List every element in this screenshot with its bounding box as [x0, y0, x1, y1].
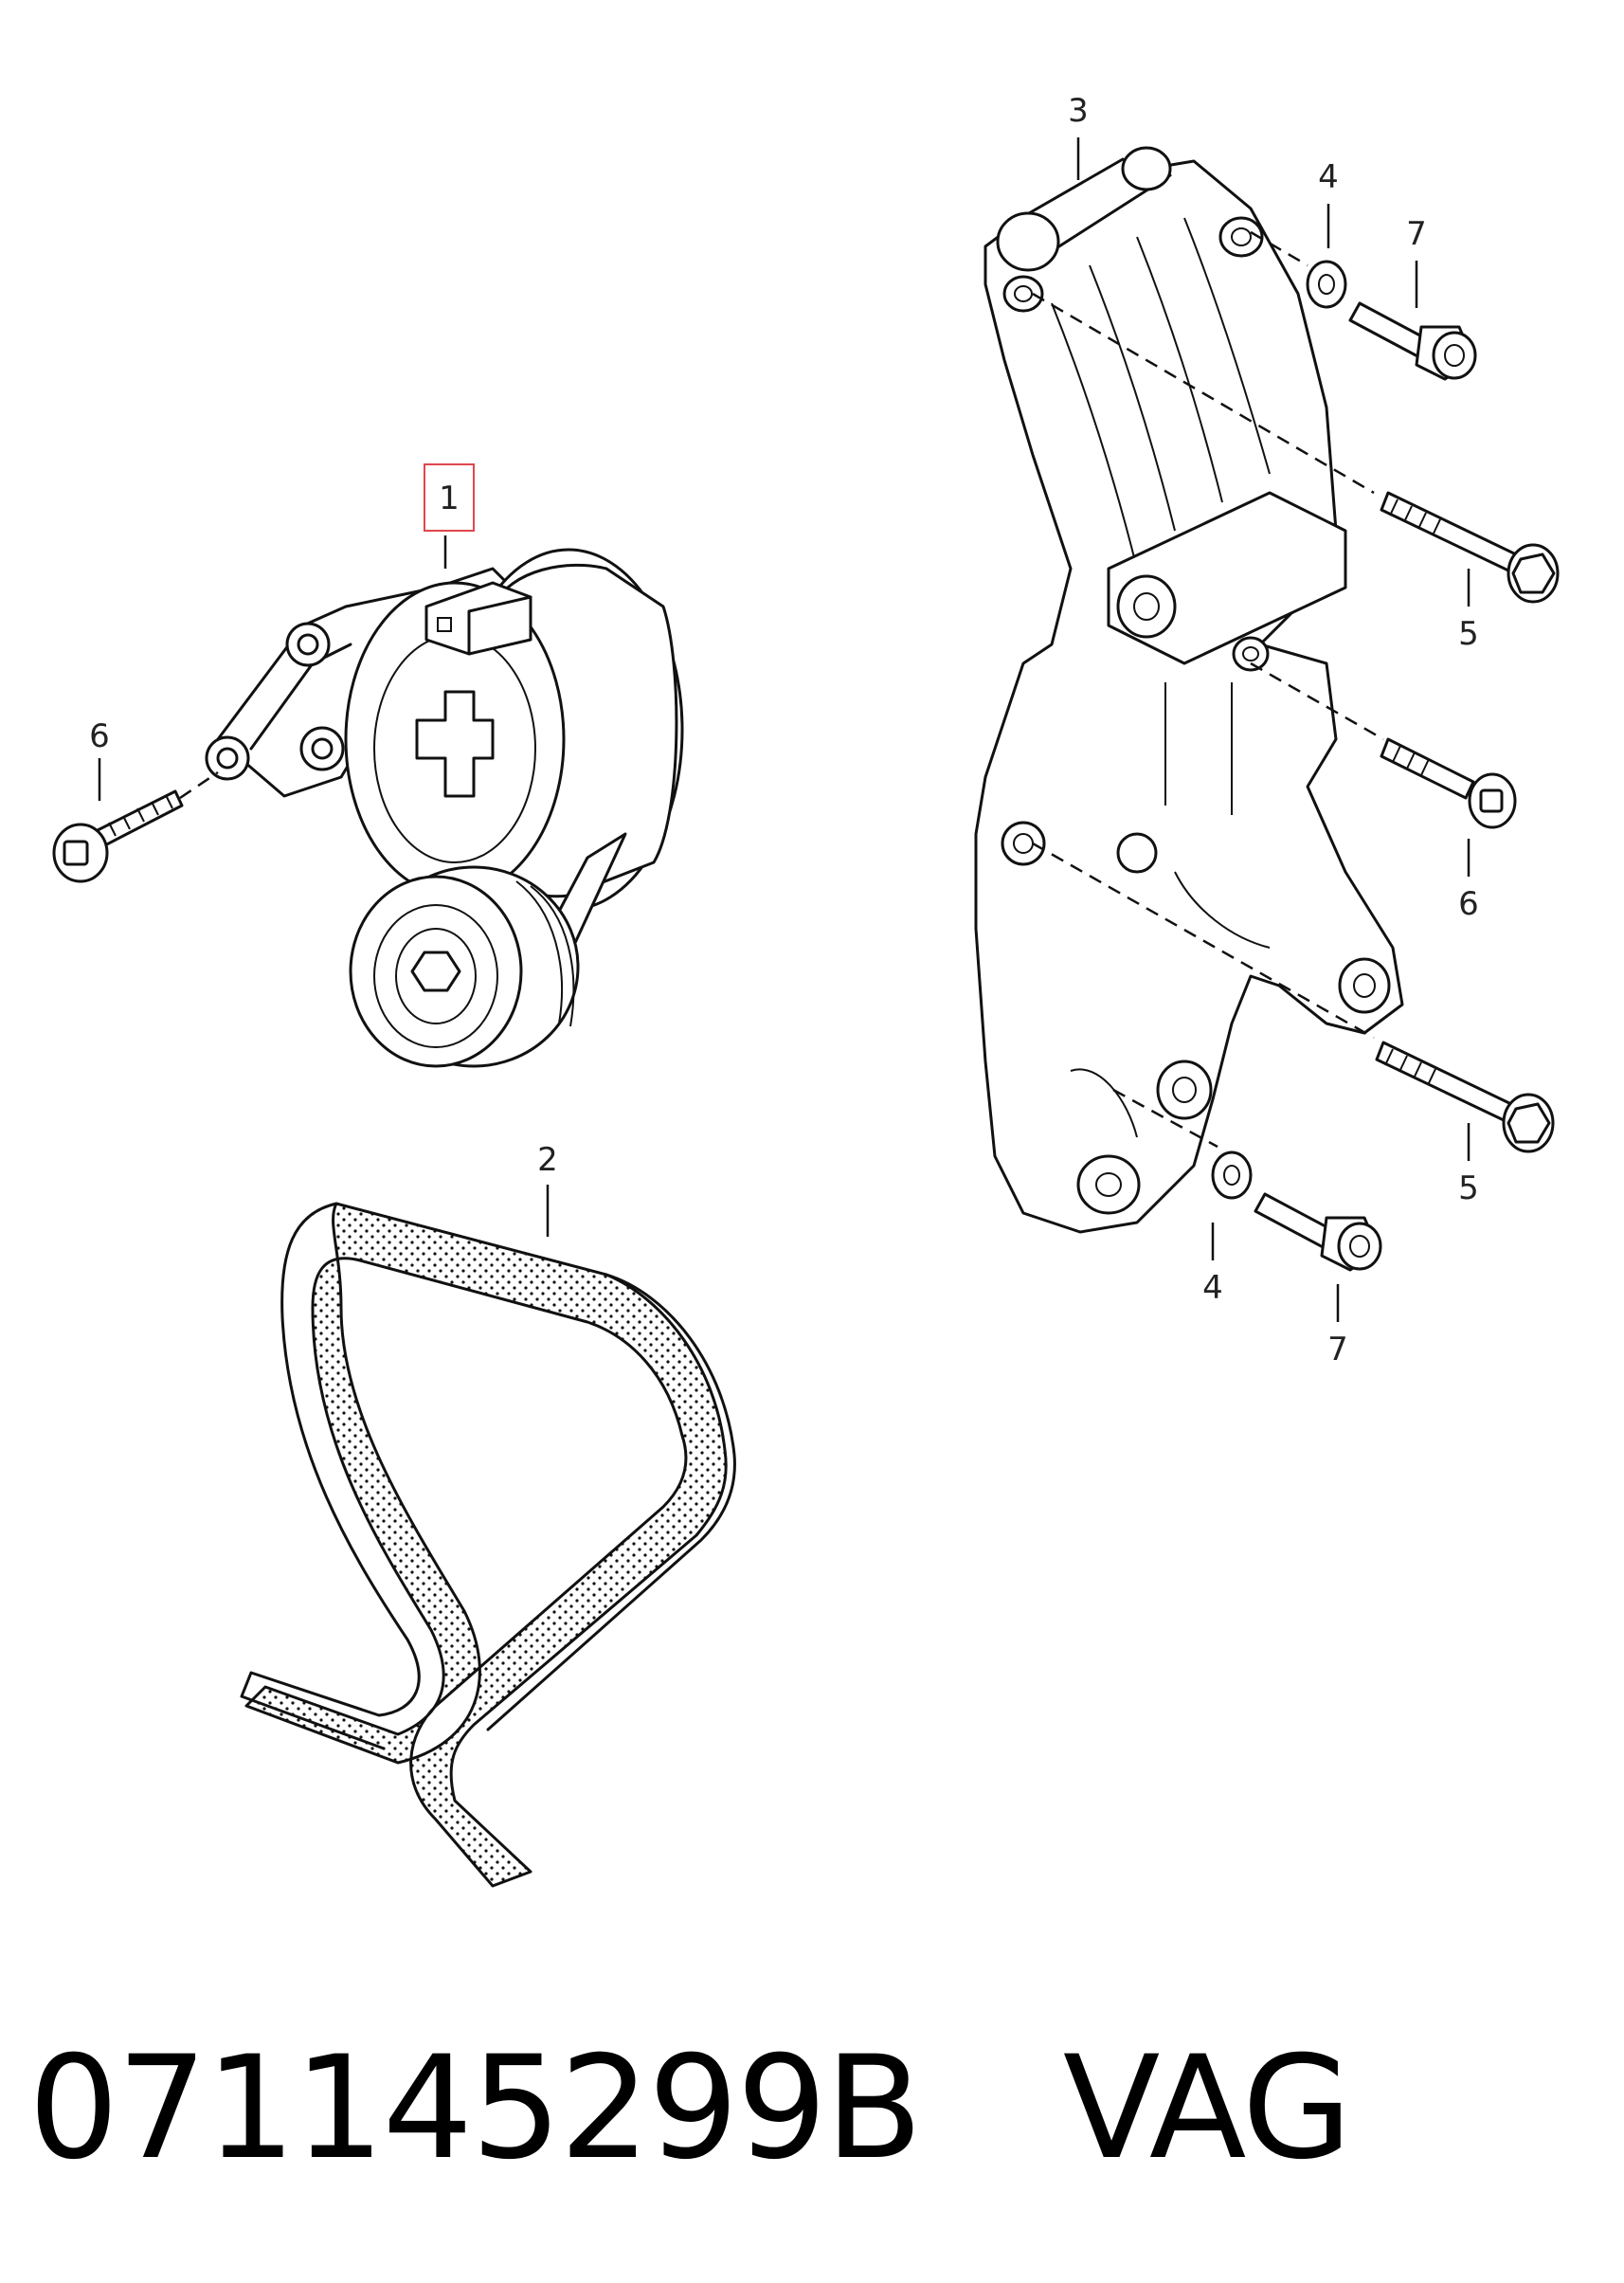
callout-6-right[interactable]: 6	[1458, 885, 1479, 923]
bolt-7-bottom-part[interactable]	[1254, 1192, 1382, 1272]
bolt-5-top-part[interactable]	[1380, 491, 1560, 604]
brand-name: VAG	[1062, 2026, 1352, 2191]
belt-tensioner-part[interactable]	[205, 548, 684, 1068]
callout-1-highlight-box	[424, 463, 475, 532]
callout-4-bottom[interactable]: 4	[1202, 1269, 1223, 1307]
ribbed-belt-part[interactable]	[240, 1202, 736, 1888]
callout-4-top[interactable]: 4	[1318, 158, 1339, 196]
part-number: 071145299B	[28, 2026, 923, 2191]
bolt-6-left-part[interactable]	[52, 789, 184, 883]
callout-1[interactable]: 1	[439, 480, 460, 517]
callout-2[interactable]: 2	[537, 1141, 558, 1179]
callout-6-left[interactable]: 6	[89, 717, 110, 755]
washer-4-bottom-part[interactable]	[1211, 1151, 1253, 1200]
bolt-5-bottom-part[interactable]	[1375, 1041, 1555, 1153]
washer-4-top-part[interactable]	[1306, 260, 1347, 309]
callout-3[interactable]: 3	[1068, 92, 1089, 130]
bolt-7-top-part[interactable]	[1348, 301, 1477, 381]
mounting-bracket-part[interactable]	[974, 146, 1404, 1234]
bolt-6-right-part[interactable]	[1380, 737, 1517, 829]
callout-7-top[interactable]: 7	[1406, 215, 1427, 253]
callout-7-bottom[interactable]: 7	[1327, 1331, 1348, 1368]
callout-5-bottom[interactable]: 5	[1458, 1169, 1479, 1207]
callout-5-top[interactable]: 5	[1458, 615, 1479, 653]
part-caption: 071145299B VAG	[28, 2014, 1352, 2203]
